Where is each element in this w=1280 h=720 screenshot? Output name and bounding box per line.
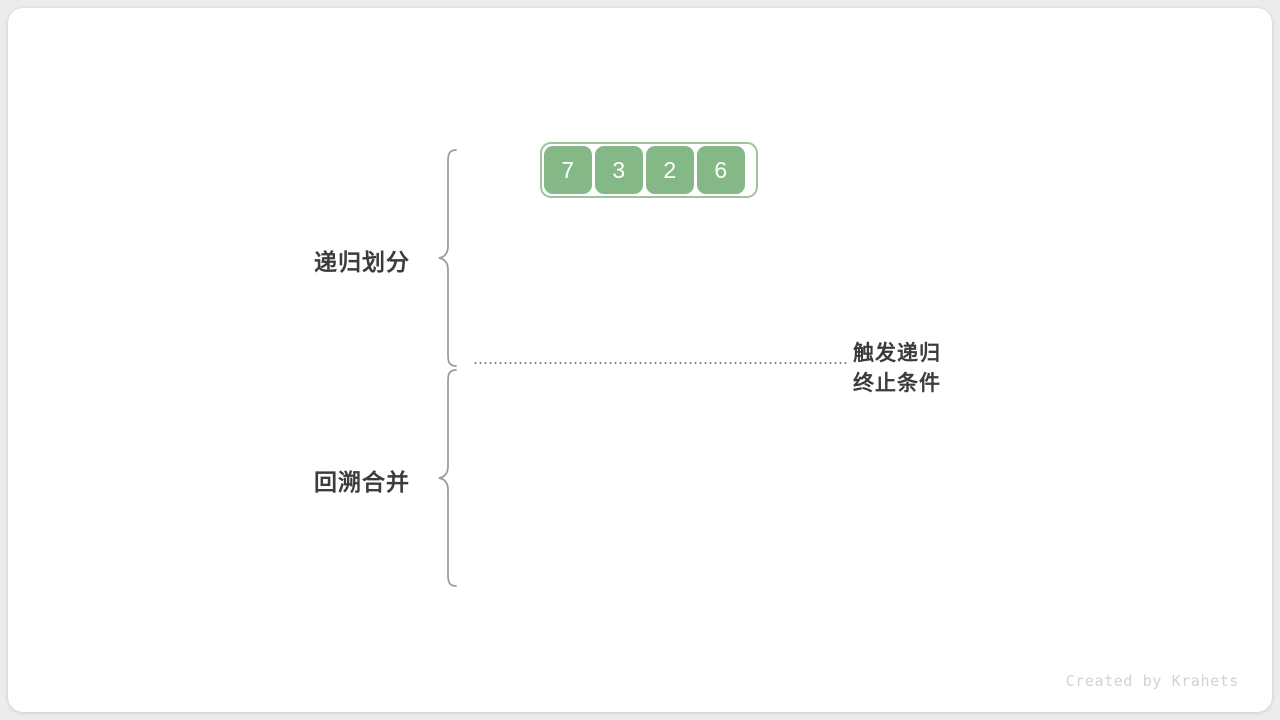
diagram-canvas: 7 3 2 6 递归划分 回溯合并 触发递归 终止条件 Created by K… xyxy=(8,8,1272,712)
section-label-backtrack-merge: 回溯合并 xyxy=(188,463,410,497)
brace-backtrack-merge xyxy=(437,368,457,588)
array-cell: 3 xyxy=(595,146,643,194)
array-container: 7 3 2 6 xyxy=(540,142,758,198)
array-cell: 7 xyxy=(544,146,592,194)
section-label-text: 回溯合并 xyxy=(314,469,410,495)
termination-condition-note: 触发递归 终止条件 xyxy=(853,339,941,399)
credit-text: Created by Krahets xyxy=(1065,672,1239,690)
brace-recursive-partition xyxy=(437,148,457,368)
termination-note-line-2: 终止条件 xyxy=(853,372,941,395)
section-label-recursive-partition: 递归划分 xyxy=(188,243,410,277)
array-cell: 6 xyxy=(697,146,745,194)
recursion-boundary-divider xyxy=(473,362,847,364)
termination-note-line-1: 触发递归 xyxy=(853,342,941,365)
section-label-text: 递归划分 xyxy=(314,249,410,275)
array-cell: 2 xyxy=(646,146,694,194)
